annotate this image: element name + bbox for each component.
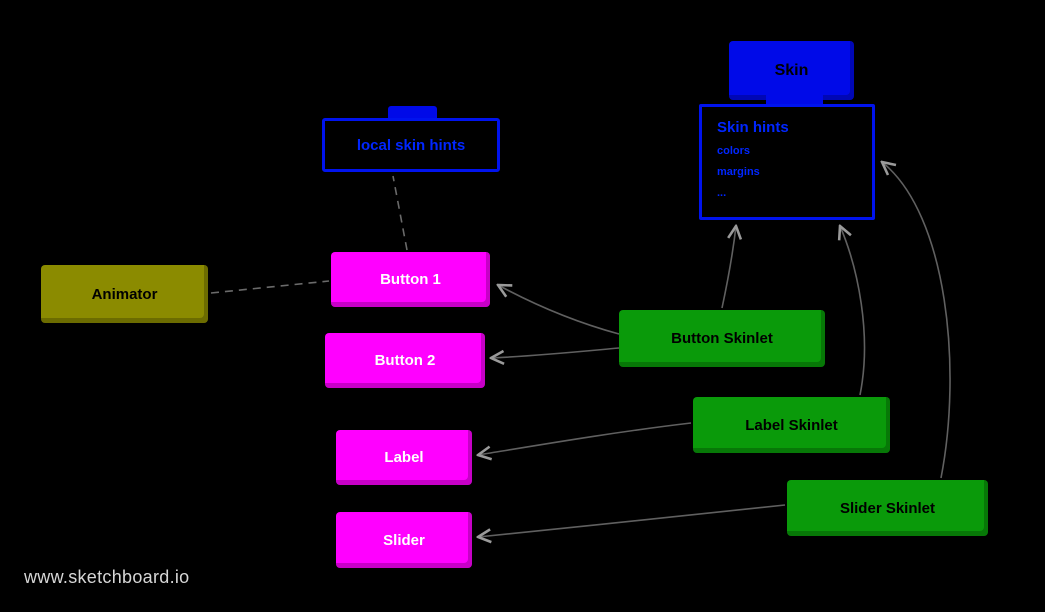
node-button1[interactable]: Button 1: [331, 252, 490, 307]
node-button-skinlet[interactable]: Button Skinlet: [619, 310, 825, 367]
node-button2[interactable]: Button 2: [325, 333, 485, 388]
node-slider-skinlet-label: Slider Skinlet: [839, 499, 936, 517]
node-slider-skinlet[interactable]: Slider Skinlet: [787, 480, 988, 536]
connector-labelskinlet-label[interactable]: [478, 422, 692, 455]
node-label-skinlet-label: Label Skinlet: [745, 416, 838, 434]
node-button1-label: Button 1: [380, 271, 441, 288]
node-button2-label: Button 2: [374, 352, 436, 369]
node-local-skin-hints[interactable]: local skin hints: [322, 118, 500, 172]
skin-hints-title: Skin hints: [717, 119, 789, 136]
connector-sliderskinlet-slider[interactable]: [478, 504, 786, 537]
connector-animator-button1[interactable]: [210, 280, 330, 294]
node-animator-label: Animator: [91, 285, 158, 303]
node-button-skinlet-label: Button Skinlet: [671, 330, 773, 347]
skin-hints-line-colors: colors: [717, 145, 751, 157]
connector-buttonskinlet-skinhints[interactable]: [721, 226, 736, 309]
skin-hints-line-ellipsis: ...: [717, 187, 727, 199]
node-animator[interactable]: Animator: [41, 265, 208, 323]
node-label-skinlet[interactable]: Label Skinlet: [693, 397, 890, 453]
connector-sliderskinlet-skinhints[interactable]: [882, 162, 951, 479]
node-slider[interactable]: Slider: [336, 512, 472, 568]
connector-buttonskinlet-button2[interactable]: [491, 347, 620, 358]
node-label-label: Label: [384, 449, 424, 466]
node-skin[interactable]: Skin: [729, 41, 854, 100]
connector-labelskinlet-skinhints[interactable]: [840, 226, 866, 396]
node-skin-hints[interactable]: Skin hints colors margins ...: [699, 104, 875, 220]
skin-hints-line-margins: margins: [717, 166, 760, 178]
node-label[interactable]: Label: [336, 430, 472, 485]
node-skin-label: Skin: [774, 61, 809, 79]
connector-button1-localskinhints[interactable]: [392, 175, 408, 251]
node-local-skin-hints-label: local skin hints: [356, 136, 466, 154]
node-slider-label: Slider: [383, 531, 425, 549]
connector-buttonskinlet-button1[interactable]: [498, 285, 620, 335]
sketchboard-watermark: www.sketchboard.io: [24, 567, 190, 587]
